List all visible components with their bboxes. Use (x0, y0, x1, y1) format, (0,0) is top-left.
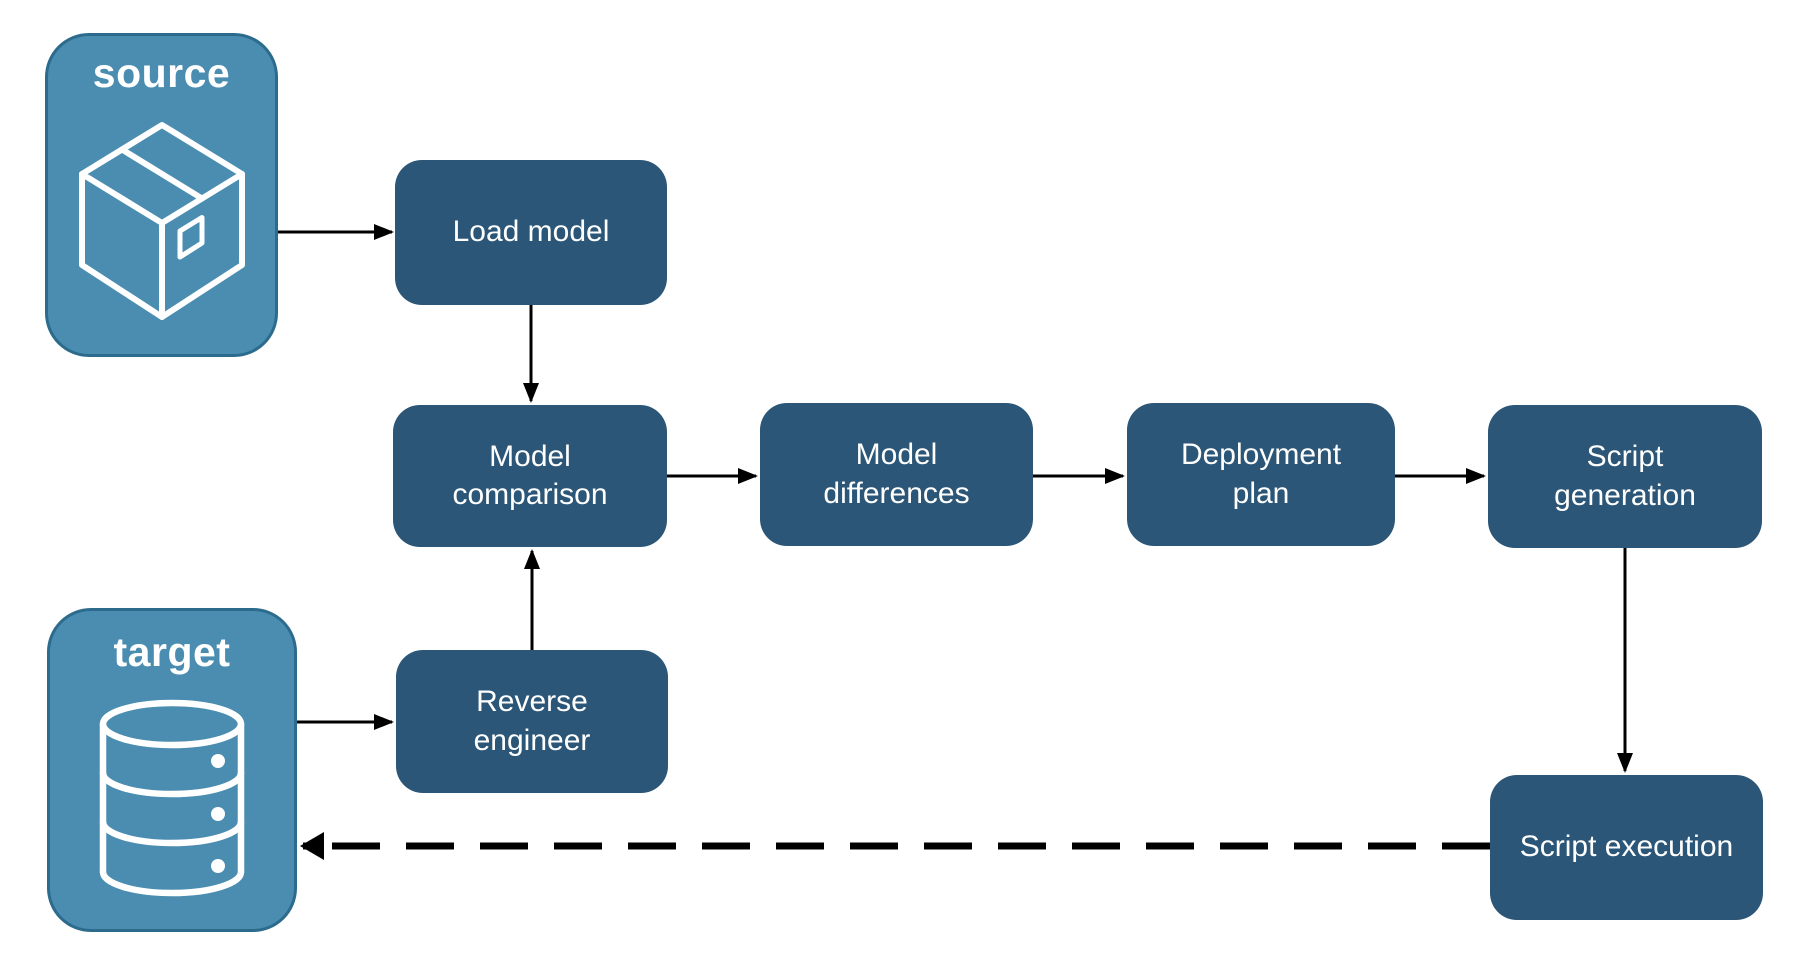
node-model-comparison-label: Model comparison (452, 439, 608, 511)
node-script-generation-label: Script generation (1554, 440, 1696, 512)
target-label: target (113, 629, 231, 675)
node-model-differences: Model differences (760, 403, 1033, 546)
node-reverse-engineer-label: Reverse engineer (473, 685, 591, 757)
endpoint-source: source (45, 33, 278, 357)
node-deployment-plan: Deployment plan (1127, 403, 1395, 546)
node-load-model-label: Load model (452, 215, 610, 249)
node-script-execution: Script execution (1490, 775, 1763, 920)
node-script-generation: Script generation (1488, 405, 1762, 548)
package-icon (72, 119, 252, 321)
node-model-differences-label: Model differences (823, 438, 970, 510)
node-model-comparison: Model comparison (393, 405, 667, 547)
node-load-model: Load model (395, 160, 667, 305)
endpoint-target: target (47, 608, 297, 932)
node-deployment-plan-label: Deployment plan (1180, 438, 1342, 510)
node-script-execution-label: Script execution (1519, 830, 1734, 864)
source-label: source (92, 50, 231, 96)
node-reverse-engineer: Reverse engineer (396, 650, 668, 793)
database-icon (96, 698, 248, 898)
